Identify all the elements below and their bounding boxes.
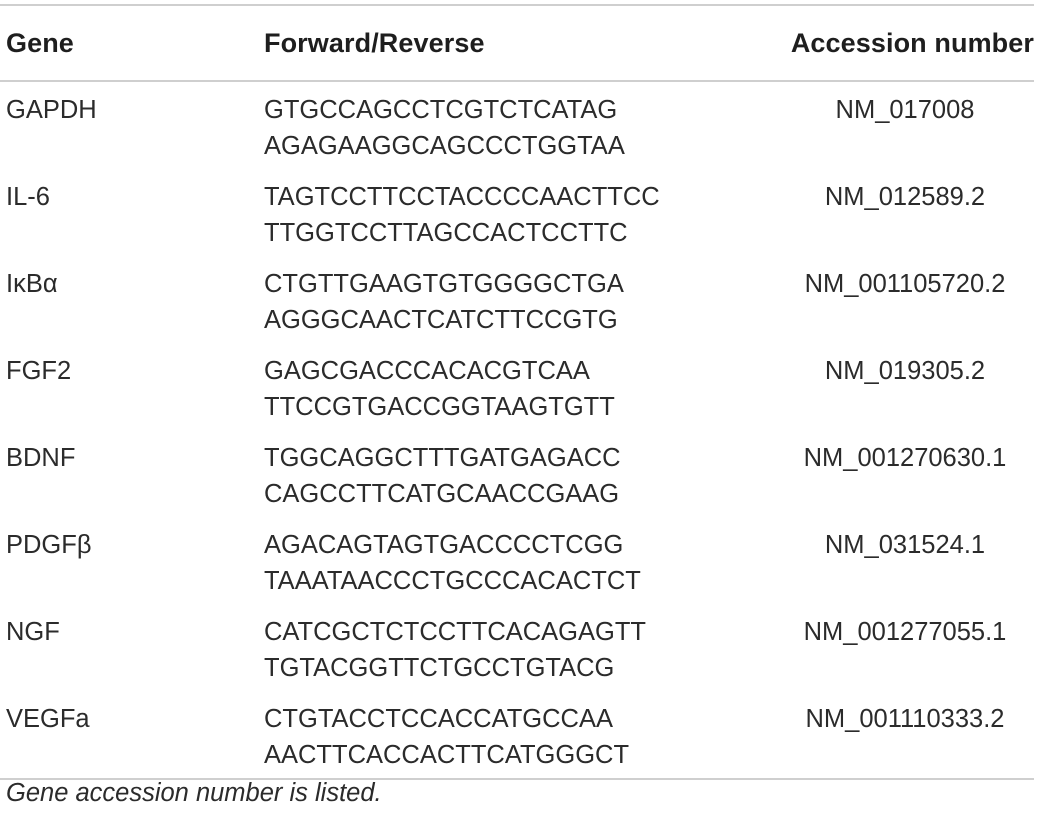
accession-cell: NM_017008 [835,96,975,124]
gene-cell: IκBα [6,270,58,298]
sequence-cell: AGACAGTAGTGACCCCTCGG TAAATAACCCTGCCCACAC… [264,527,740,599]
table-row: VEGFa CTGTACCTCCACCATGCCAA AACTTCACCACTT… [0,691,1034,778]
sequence-cell: CTGTTGAAGTGTGGGGCTGA AGGGCAACTCATCTTCCGT… [264,266,740,338]
table-row: BDNF TGGCAGGCTTTGATGAGACC CAGCCTTCATGCAA… [0,430,1034,517]
forward-primer: GAGCGACCCACACGTCAA [264,357,590,385]
forward-primer: TAGTCCTTCCTACCCCAACTTCC [264,183,660,211]
forward-primer: TGGCAGGCTTTGATGAGACC [264,444,621,472]
table-bottom-rule [0,778,1034,780]
gene-cell: VEGFa [6,705,90,733]
table-top-rule [0,4,1034,6]
accession-cell: NM_001105720.2 [804,270,1006,298]
gene-cell: FGF2 [6,357,72,385]
reverse-primer: AGAGAAGGCAGCCCTGGTAA [264,132,625,160]
gene-cell: PDGFβ [6,531,92,559]
reverse-primer: TGTACGGTTCTGCCTGTACG [264,654,615,682]
forward-primer: CATCGCTCTCCTTCACAGAGTT [264,618,647,646]
forward-primer: CTGTTGAAGTGTGGGGCTGA [264,270,624,298]
table-row: IL-6 TAGTCCTTCCTACCCCAACTTCC TTGGTCCTTAG… [0,169,1034,256]
reverse-primer: TAAATAACCCTGCCCACACTCT [264,567,641,595]
table-header-rule [0,80,1034,82]
reverse-primer: AACTTCACCACTTCATGGGCT [264,741,630,769]
sequence-cell: CTGTACCTCCACCATGCCAA AACTTCACCACTTCATGGG… [264,701,740,773]
reverse-primer: CAGCCTTCATGCAACCGAAG [264,480,620,508]
accession-cell: NM_001270630.1 [803,444,1007,472]
gene-cell: BDNF [6,444,76,472]
header-accession-number: Accession number [790,27,1034,58]
gene-cell: GAPDH [6,96,97,124]
forward-primer: AGACAGTAGTGACCCCTCGG [264,531,624,559]
header-gene: Gene [6,27,74,58]
table-row: IκBα CTGTTGAAGTGTGGGGCTGA AGGGCAACTCATCT… [0,256,1034,343]
table-row: FGF2 GAGCGACCCACACGTCAA TTCCGTGACCGGTAAG… [0,343,1034,430]
primer-table: Gene Forward/Reverse Accession number GA… [0,4,1034,780]
accession-cell: NM_019305.2 [824,357,986,385]
accession-cell: NM_001277055.1 [803,618,1007,646]
table-footnote: Gene accession number is listed. [6,779,382,807]
sequence-cell: CATCGCTCTCCTTCACAGAGTT TGTACGGTTCTGCCTGT… [264,614,740,686]
forward-primer: CTGTACCTCCACCATGCCAA [264,705,613,733]
sequence-cell: GTGCCAGCCTCGTCTCATAG AGAGAAGGCAGCCCTGGTA… [264,92,740,164]
sequence-cell: TAGTCCTTCCTACCCCAACTTCC TTGGTCCTTAGCCACT… [264,179,740,251]
reverse-primer: TTGGTCCTTAGCCACTCCTTC [264,219,628,247]
table-row: PDGFβ AGACAGTAGTGACCCCTCGG TAAATAACCCTGC… [0,517,1034,604]
reverse-primer: TTCCGTGACCGGTAAGTGTT [264,393,615,421]
sequence-cell: GAGCGACCCACACGTCAA TTCCGTGACCGGTAAGTGTT [264,353,740,425]
gene-cell: NGF [6,618,60,646]
gene-cell: IL-6 [6,183,50,211]
sequence-cell: TGGCAGGCTTTGATGAGACC CAGCCTTCATGCAACCGAA… [264,440,740,512]
accession-cell: NM_031524.1 [824,531,986,559]
forward-primer: GTGCCAGCCTCGTCTCATAG [264,96,618,124]
table-row: NGF CATCGCTCTCCTTCACAGAGTT TGTACGGTTCTGC… [0,604,1034,691]
table-header-row: Gene Forward/Reverse Accession number [0,6,1034,80]
accession-cell: NM_012589.2 [824,183,986,211]
reverse-primer: AGGGCAACTCATCTTCCGTG [264,306,618,334]
table-row: GAPDH GTGCCAGCCTCGTCTCATAG AGAGAAGGCAGCC… [0,82,1034,169]
accession-cell: NM_001110333.2 [805,705,1005,733]
header-forward-reverse: Forward/Reverse [264,27,485,58]
